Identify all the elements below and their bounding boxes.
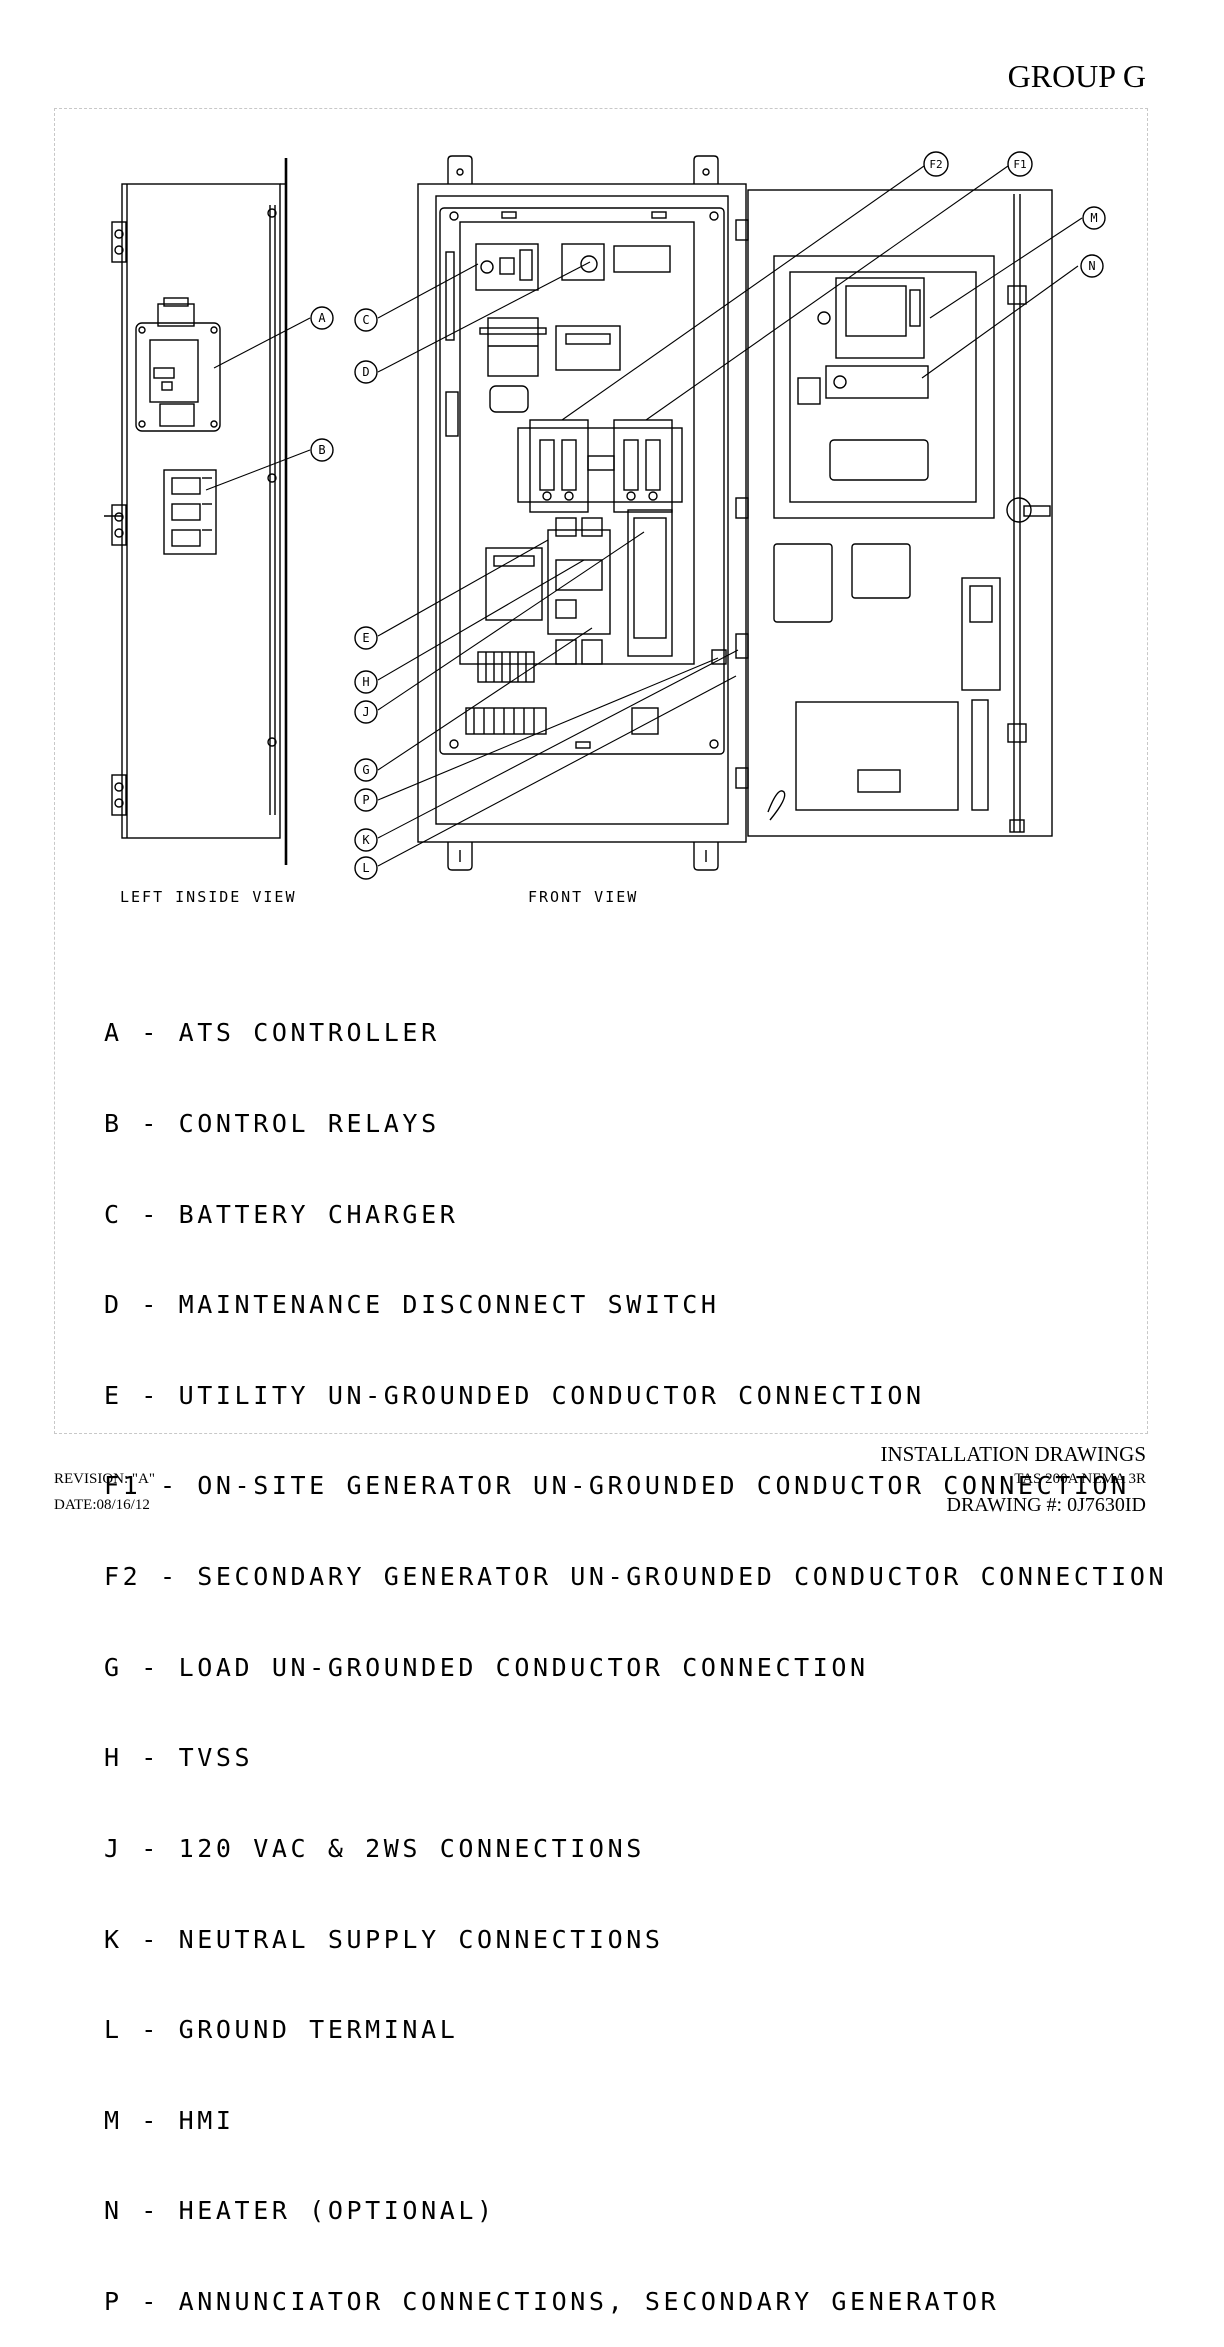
- legend-item-f1: F1 - ON-SITE GENERATOR UN-GROUNDED CONDU…: [104, 1471, 1130, 1501]
- legend-item-a: A - ATS CONTROLLER: [104, 1018, 440, 1048]
- drawing-frame: [54, 108, 1148, 1434]
- ats-controller: [135, 297, 221, 432]
- terminal-blocks: [465, 651, 659, 735]
- model-number: TAS 200A NEMA 3R: [1014, 1471, 1146, 1487]
- revision: REVISION: "A": [54, 1471, 155, 1487]
- callout-e: E: [362, 631, 369, 645]
- legend-item-n: N - HEATER (OPTIONAL): [104, 2196, 496, 2226]
- legend-item-l: L - GROUND TERMINAL: [104, 2015, 459, 2045]
- callout-f1: F1: [1013, 158, 1026, 171]
- legend-item-k: K - NEUTRAL SUPPLY CONNECTIONS: [104, 1924, 664, 1954]
- leader-lines: [205, 165, 1083, 867]
- component-legend: A - ATS CONTROLLER B - CONTROL RELAYS C …: [104, 958, 1167, 2347]
- callout-j: J: [362, 705, 369, 719]
- doc-type: INSTALLATION DRAWINGS: [880, 1442, 1146, 1466]
- callout-m: M: [1090, 211, 1097, 225]
- legend-item-d: D - MAINTENANCE DISCONNECT SWITCH: [104, 1290, 720, 1320]
- left-inside-view: [104, 158, 288, 865]
- transfer-switch-breakers: [517, 419, 683, 513]
- group-title: GROUP G: [1007, 58, 1146, 94]
- callout-a: A: [318, 311, 326, 325]
- callout-c: C: [362, 313, 369, 327]
- callout-b: B: [318, 443, 325, 457]
- battery-charger: [475, 243, 539, 291]
- legend-item-g: G - LOAD UN-GROUNDED CONDUCTOR CONNECTIO…: [104, 1652, 869, 1682]
- left-inside-view-label: LEFT INSIDE VIEW: [120, 888, 297, 906]
- control-relays: [163, 469, 217, 555]
- utility-breaker: [547, 517, 611, 665]
- legend-item-h: H - TVSS: [104, 1743, 254, 1773]
- legend-item-b: B - CONTROL RELAYS: [104, 1109, 440, 1139]
- callout-n: N: [1088, 259, 1095, 273]
- legend-item-j: J - 120 VAC & 2WS CONNECTIONS: [104, 1833, 645, 1863]
- maintenance-disconnect-switch: [561, 243, 671, 281]
- callout-f2: F2: [929, 158, 942, 171]
- front-view: [417, 155, 1053, 871]
- legend-item-e: E - UTILITY UN-GROUNDED CONDUCTOR CONNEC…: [104, 1380, 925, 1410]
- front-view-label: FRONT VIEW: [528, 888, 639, 906]
- legend-item-m: M - HMI: [104, 2105, 235, 2135]
- callout-bubbles: [310, 151, 1106, 880]
- callout-g: G: [362, 763, 369, 777]
- callout-d: D: [362, 365, 369, 379]
- legend-item-c: C - BATTERY CHARGER: [104, 1199, 459, 1229]
- legend-item-f2: F2 - SECONDARY GENERATOR UN-GROUNDED CON…: [104, 1562, 1168, 1592]
- callout-l: L: [362, 861, 369, 875]
- callout-k: K: [362, 833, 370, 847]
- callout-p: P: [362, 793, 369, 807]
- drawing-number: DRAWING #: 0J7630ID: [946, 1494, 1147, 1516]
- legend-item-p: P - ANNUNCIATOR CONNECTIONS, SECONDARY G…: [104, 2286, 1000, 2316]
- enclosure-drawing: A B C D E H J G P K L F2 F1 M N: [104, 151, 1106, 880]
- callout-h: H: [362, 675, 369, 689]
- enclosure-door: [747, 189, 1053, 837]
- date: DATE:08/16/12: [54, 1497, 150, 1513]
